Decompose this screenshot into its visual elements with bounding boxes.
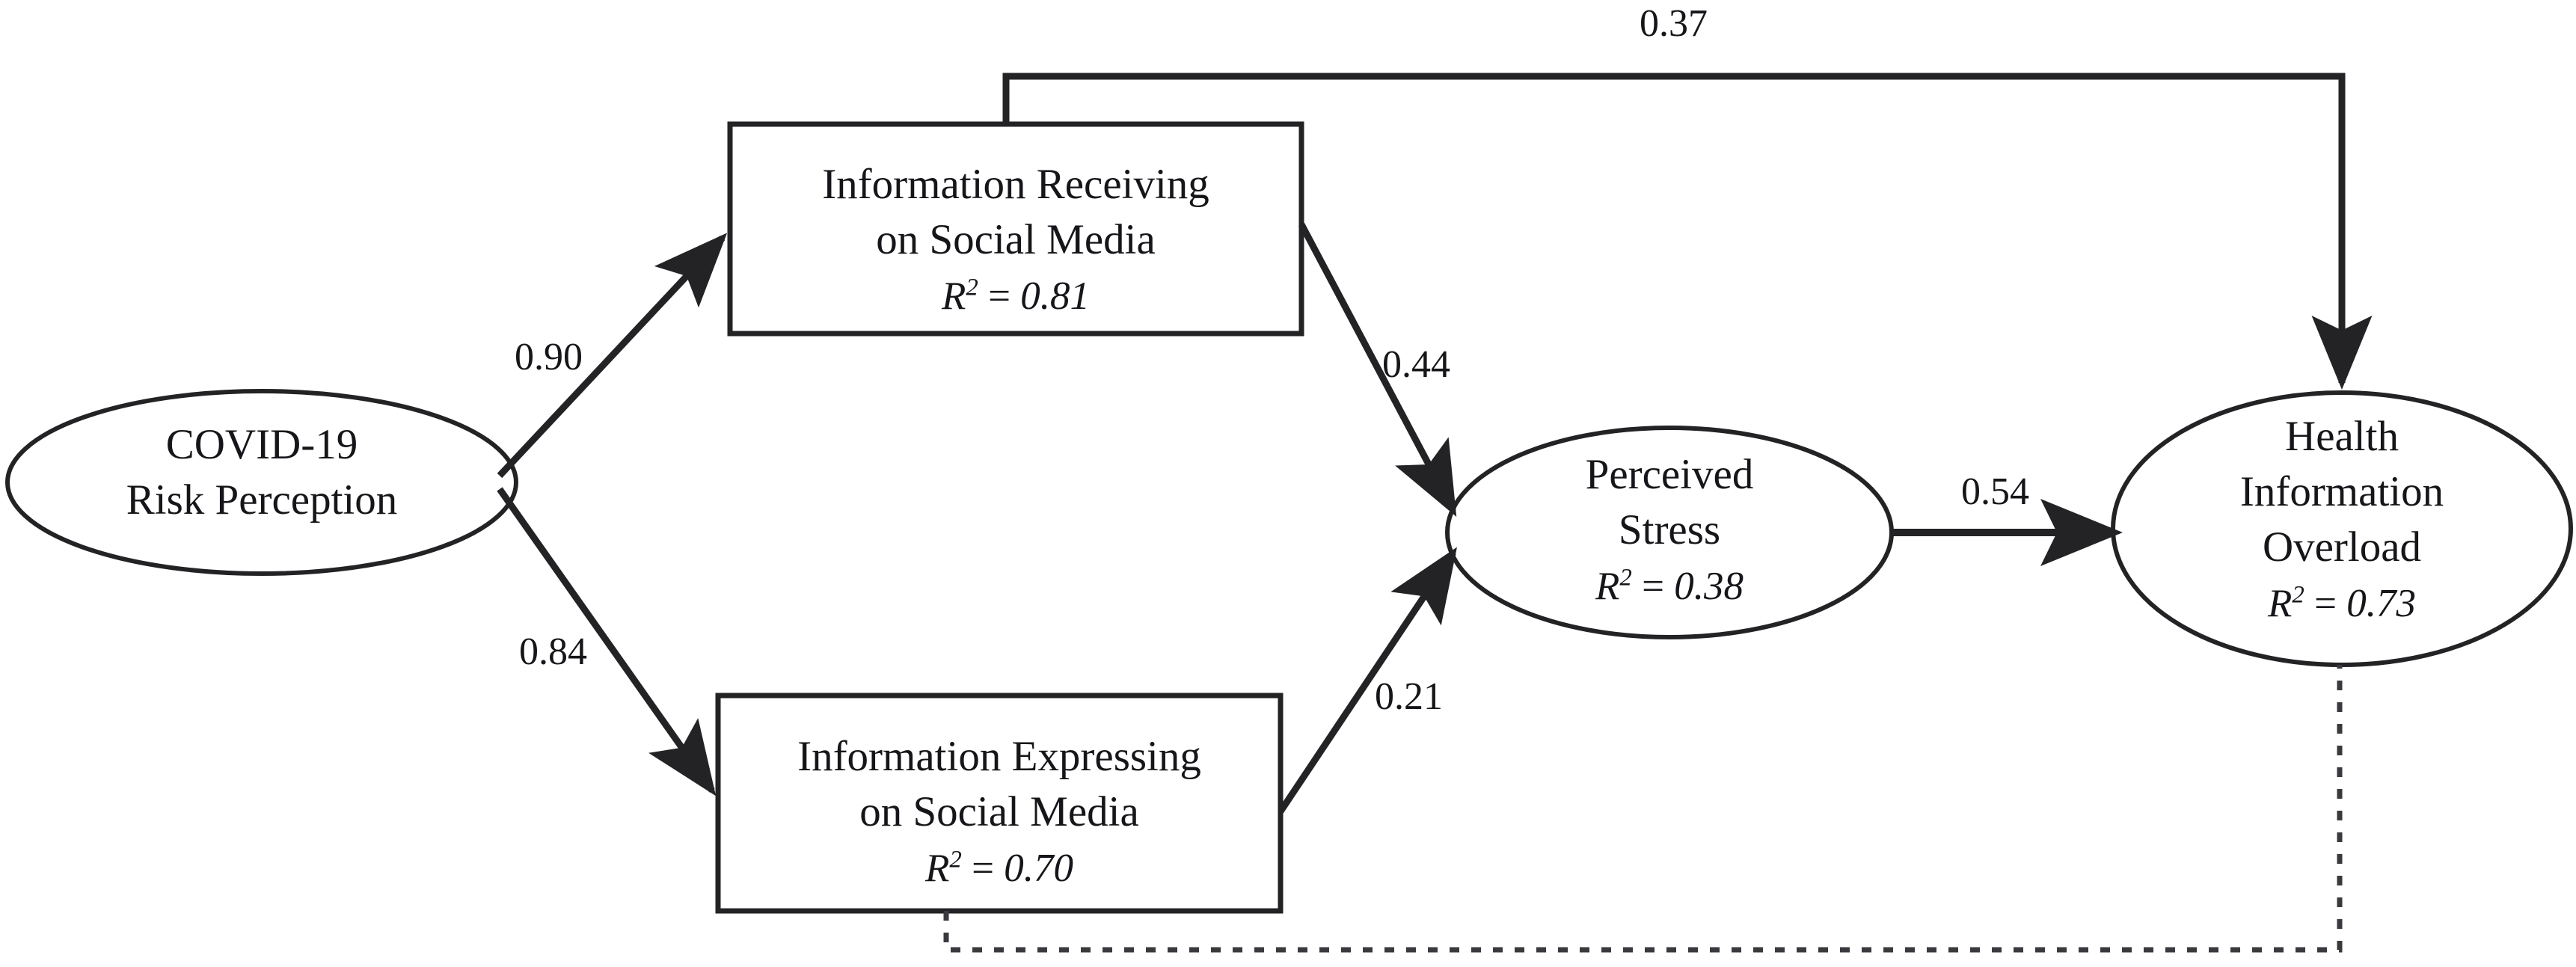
edge-information-expressing-to-perceived-stress [1278,547,1457,814]
node-information-expressing [715,693,1284,914]
node-perceived-stress [1445,426,1894,639]
edge-crp-to-information-receiving [497,233,728,479]
edge-information-receiving-to-perceived-stress [1298,222,1457,517]
edge-information-receiving-to-health-information-overload [1002,73,2373,390]
edge-crp-to-information-expressing [497,487,717,796]
node-health-information-overload [2111,390,2573,667]
node-covid-risk-perception [5,389,518,576]
node-information-receiving [727,121,1304,337]
